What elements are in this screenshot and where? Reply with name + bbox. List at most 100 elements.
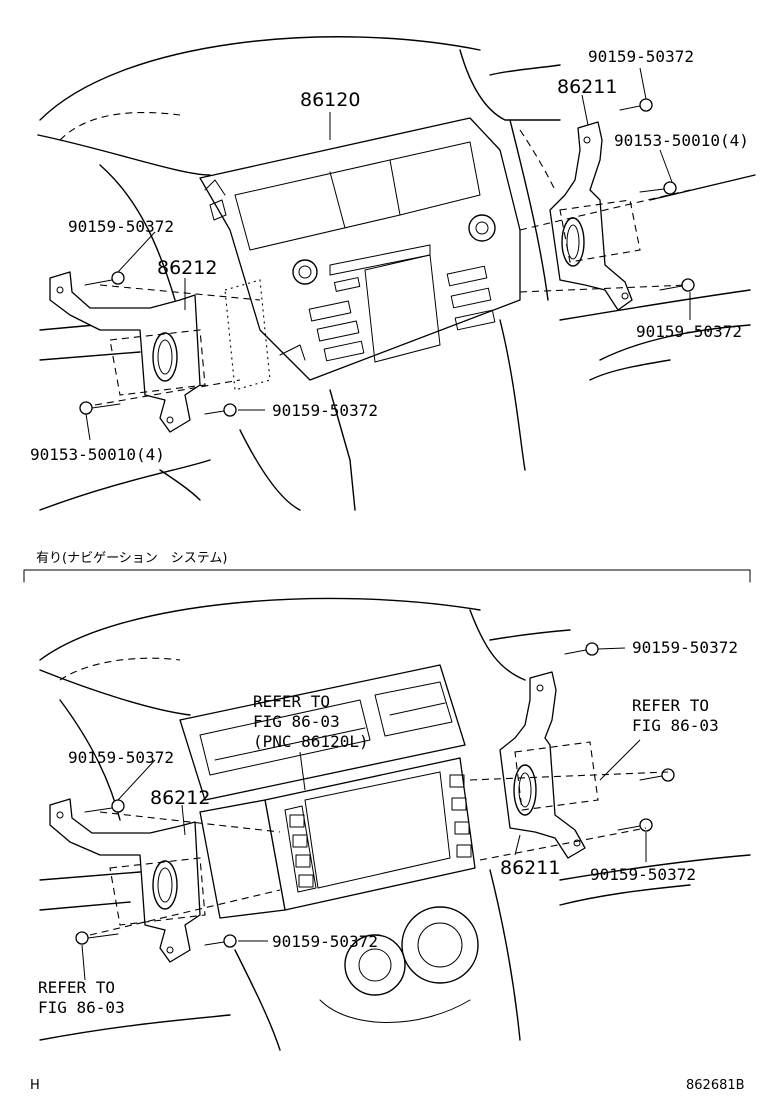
screw-icon [75, 931, 119, 945]
dash-contour [37, 134, 211, 176]
screw-icon [639, 768, 675, 782]
bottom-assembly: 90159-50372 REFER TO FIG 86-03 REFER TO … [38, 597, 751, 1051]
dash-contour [39, 597, 481, 661]
center-cavity [224, 279, 271, 391]
dash-contour [99, 164, 176, 301]
alignment-line [519, 284, 689, 293]
part-number-label: 86212 [150, 787, 210, 809]
leader-line [117, 231, 156, 273]
alignment-line [89, 889, 281, 936]
reference-note: FIG 86-03 [253, 712, 340, 731]
air-vent-panel [179, 664, 466, 801]
leader-line [639, 67, 647, 100]
reference-note: (PNC 86120L) [253, 732, 369, 751]
dash-contour [39, 459, 211, 511]
part-number-label: 86212 [157, 257, 217, 279]
dash-contour [489, 629, 571, 641]
dash-contour [559, 854, 751, 881]
part-number-label: 90159-50372 [632, 638, 738, 657]
dash-contour [159, 469, 201, 501]
bolt-icon [204, 934, 237, 948]
alignment-line [99, 811, 281, 833]
leader-line [581, 94, 589, 126]
dash-hidden-line [59, 657, 181, 681]
leader-line [659, 149, 673, 183]
dash-contour [559, 884, 691, 906]
leader-line [299, 751, 306, 791]
right-bracket-box [514, 741, 599, 811]
part-number-label: 86211 [500, 857, 560, 879]
dash-contour [39, 901, 131, 911]
part-number-label: 90159-50372 [588, 47, 694, 66]
bolt-icon [564, 642, 599, 656]
leader-line [85, 413, 91, 441]
leader-line [597, 647, 626, 650]
bolt-icon [84, 799, 125, 813]
dash-contour [329, 389, 356, 511]
part-number-label: 90159-50372 [636, 322, 742, 341]
dash-contour [239, 429, 301, 511]
part-number-label: 90153-50010(4) [30, 445, 165, 464]
dash-contour [39, 669, 191, 716]
reference-note: FIG 86-03 [632, 716, 719, 735]
dash-hidden-line [519, 129, 556, 191]
dash-contour [489, 869, 521, 1041]
radio-head-unit [199, 117, 521, 381]
top-assembly: 86120 86211 86212 90159-50372 90153-5001… [30, 36, 756, 511]
screw-icon [639, 181, 677, 195]
dash-contour [649, 174, 756, 201]
reference-note: REFER TO [253, 692, 330, 711]
dash-contour [489, 64, 561, 76]
reference-note: FIG 86-03 [38, 998, 125, 1017]
bolt-icon [84, 271, 125, 286]
part-number-label: 90159-50372 [590, 865, 696, 884]
bracket-86212-top [49, 271, 201, 433]
dash-contour [39, 351, 141, 361]
dash-contour [39, 871, 141, 881]
section-bracket [23, 569, 751, 583]
reference-note: REFER TO [632, 696, 709, 715]
nav-back-housing [199, 799, 286, 919]
part-number-label: 90159-50372 [272, 932, 378, 951]
bracket-86211-top [549, 121, 633, 311]
section-caption: 有り(ナビゲーション システム) [36, 551, 228, 566]
leader-line [181, 804, 186, 836]
alignment-line [99, 284, 261, 301]
left-bracket-box [109, 329, 206, 396]
reference-note: REFER TO [38, 978, 115, 997]
leader-line [514, 834, 521, 856]
right-bracket-box [559, 199, 641, 263]
climate-knobs [319, 906, 479, 1023]
dash-contour [499, 319, 526, 471]
leader-line [599, 739, 641, 781]
dash-contour [589, 359, 671, 381]
leader-line [81, 944, 86, 981]
bracket-86211-bottom [499, 671, 586, 859]
dash-contour [39, 36, 481, 121]
dash-contour [469, 609, 526, 681]
leader-line [117, 759, 156, 801]
dash-hidden-line [59, 112, 181, 141]
bolt-icon [619, 98, 653, 112]
alignment-line [519, 189, 691, 231]
bracket-86212-bottom [49, 798, 201, 963]
alignment-line [479, 827, 647, 861]
part-number-label: 90159-50372 [68, 748, 174, 767]
part-number-label: 90159-50372 [272, 401, 378, 420]
dash-contour [459, 49, 561, 121]
dash-contour [509, 119, 549, 301]
bolt-icon [617, 818, 653, 832]
dash-contour [234, 949, 281, 1051]
bolt-icon [204, 403, 237, 417]
footer-mark: H [30, 1078, 40, 1093]
dash-contour [559, 289, 751, 321]
part-number-label: 86211 [557, 76, 617, 98]
dash-contour [599, 324, 751, 361]
dash-contour [39, 1014, 231, 1041]
part-number-label: 90159-50372 [68, 217, 174, 236]
alignment-line [94, 379, 241, 406]
left-bracket-box [109, 857, 206, 926]
figure-code: 862681B [686, 1078, 745, 1093]
part-number-label: 86120 [300, 89, 360, 111]
